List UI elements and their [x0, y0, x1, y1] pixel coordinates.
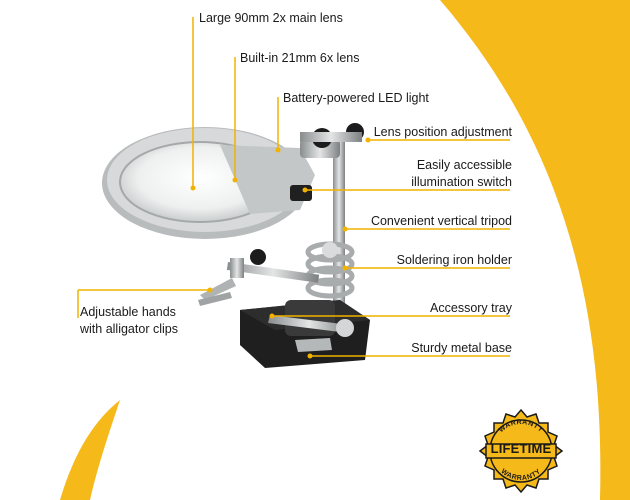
lifetime-warranty-seal: WARRANTY WARRANTY: [478, 408, 564, 494]
bottom-left-yellow-arc: [60, 400, 120, 500]
badge-main-text: LIFETIME: [490, 441, 552, 456]
callout-switch-line2: illumination switch: [411, 175, 512, 189]
lower-alligator-clip: [268, 315, 354, 352]
callout-hands-line1: Adjustable hands: [80, 305, 176, 319]
metal-base: [240, 300, 370, 368]
callout-tripod: Convenient vertical tripod: [370, 214, 512, 228]
callout-main-lens: Large 90mm 2x main lens: [199, 11, 343, 25]
callout-base: Sturdy metal base: [411, 341, 512, 355]
callout-switch-line1: Easily accessible: [416, 158, 512, 172]
callout-iron-holder: Soldering iron holder: [396, 253, 512, 267]
callout-hands-line2: with alligator clips: [80, 322, 178, 336]
magnifier-head: [102, 127, 340, 239]
callout-small-lens: Built-in 21mm 6x lens: [240, 51, 360, 65]
callout-lens-adjustment: Lens position adjustment: [373, 125, 512, 139]
adjustable-arm: [198, 249, 320, 306]
callout-led-light: Battery-powered LED light: [283, 91, 429, 105]
callout-tray: Accessory tray: [430, 301, 512, 315]
vertical-rod: [333, 135, 345, 305]
top-right-yellow-arc: [440, 0, 630, 500]
